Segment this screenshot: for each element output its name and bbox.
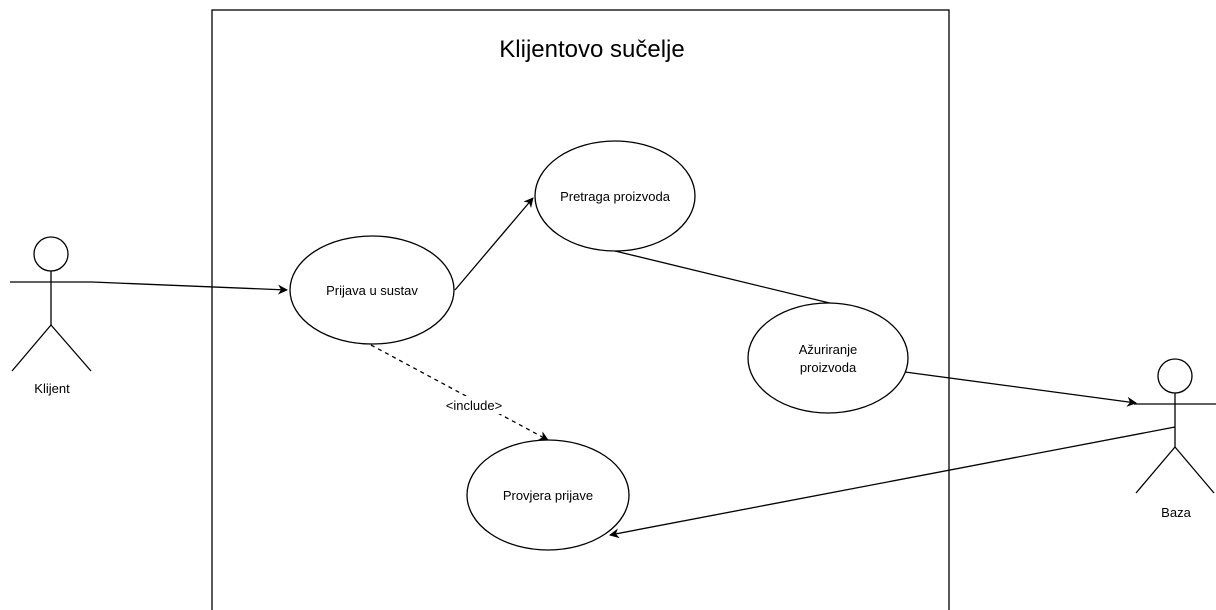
include-label: <include>: [446, 398, 502, 413]
actor-klijent-head: [33, 236, 69, 272]
actor-klijent: Klijent: [10, 236, 92, 396]
use-case-azuriranje-label-line2: proizvoda: [800, 360, 857, 375]
association-pretraga-azuriranje: [614, 250, 843, 307]
include-relation: [370, 344, 549, 441]
association-baza-provjera: [609, 426, 1176, 539]
use-case-azuriranje-label-line1: Ažuriranje: [799, 342, 858, 357]
actor-baza-leg-right: [1174, 446, 1215, 494]
actor-baza-label: Baza: [1161, 505, 1191, 520]
use-case-provjera-label: Provjera prijave: [503, 488, 593, 503]
system-title: Klijentovo sučelje: [499, 36, 684, 63]
association-azuriranje-baza: [904, 371, 1137, 407]
include-label-bg: [433, 396, 515, 414]
use-case-pretraga-proizvoda: Pretraga proizvoda: [534, 140, 696, 252]
use-case-prijava-u-sustav: Prijava u sustav: [289, 235, 455, 345]
use-case-azuriranje-proizvoda: Ažuriranje proizvoda: [747, 302, 909, 414]
actor-baza-head: [1157, 358, 1193, 394]
association-klijent-prijava: [91, 281, 288, 295]
use-case-pretraga-label: Pretraga proizvoda: [560, 189, 671, 204]
actor-baza-leg-left: [1135, 446, 1176, 494]
association-prijava-pretraga: [454, 197, 534, 291]
use-case-prijava-label: Prijava u sustav: [326, 283, 418, 298]
actor-klijent-leg-left: [11, 324, 52, 372]
actor-klijent-leg-right: [50, 324, 92, 372]
actor-baza: Baza: [1134, 358, 1216, 520]
use-case-provjera-prijave: Provjera prijave: [466, 439, 630, 551]
actor-klijent-label: Klijent: [34, 381, 70, 396]
